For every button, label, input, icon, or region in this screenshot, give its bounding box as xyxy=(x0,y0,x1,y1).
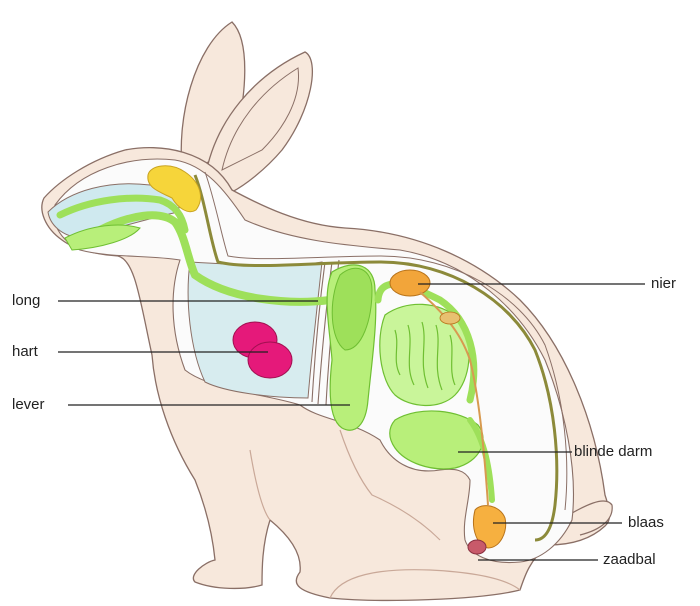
label-long: long xyxy=(12,292,40,310)
label-zaadbal: zaadbal xyxy=(603,551,656,569)
label-nier: nier xyxy=(651,275,676,293)
label-hart: hart xyxy=(12,343,38,361)
label-lever: lever xyxy=(12,396,45,414)
label-blaas: blaas xyxy=(628,514,664,532)
kidney xyxy=(390,270,430,296)
adrenal xyxy=(440,312,460,324)
label-blinde-darm: blinde darm xyxy=(574,443,652,461)
testis xyxy=(468,540,486,554)
